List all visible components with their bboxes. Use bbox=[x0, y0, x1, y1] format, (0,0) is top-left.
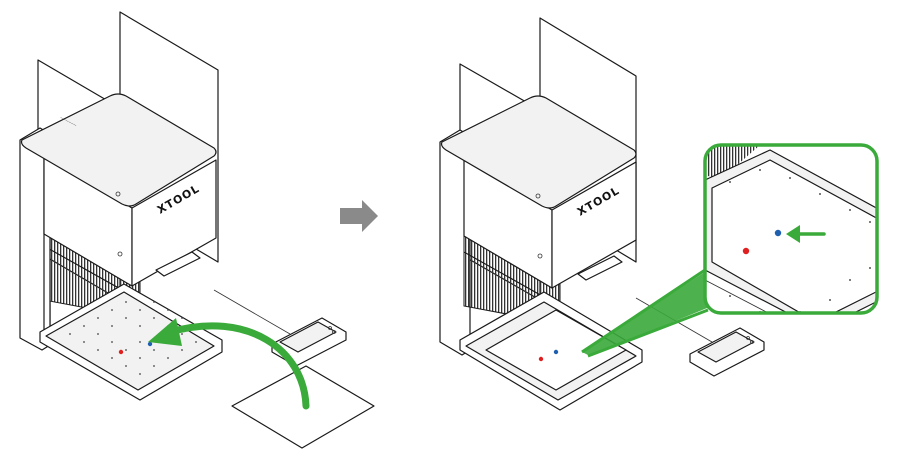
right-indicator-2 bbox=[537, 253, 543, 259]
zoom-red-dot bbox=[742, 247, 750, 255]
machine-left: —————— XTOOL bbox=[19, 11, 375, 449]
left-bed bbox=[45, 291, 215, 391]
right-lid-top bbox=[440, 95, 637, 209]
zoom-connector-line-1 bbox=[581, 266, 709, 354]
left-lid-label: —————— bbox=[60, 115, 78, 127]
left-bed-grid bbox=[69, 301, 197, 375]
zoom-blue-dot bbox=[774, 229, 782, 237]
left-blue-dot bbox=[147, 341, 153, 347]
left-handle bbox=[155, 251, 201, 277]
machine-right: XTOOL bbox=[439, 17, 765, 411]
right-arrow-icon bbox=[340, 200, 378, 232]
right-controller bbox=[689, 327, 765, 377]
left-head-side bbox=[131, 159, 217, 287]
zoom-callout bbox=[581, 143, 879, 358]
left-indicator-1 bbox=[115, 191, 121, 197]
zoom-connector-line-2 bbox=[587, 308, 709, 358]
left-red-dot bbox=[118, 349, 124, 355]
zoom-connector bbox=[582, 270, 712, 356]
left-controller bbox=[271, 317, 347, 367]
placement-arrow-head-icon bbox=[148, 318, 182, 346]
right-blue-dot bbox=[553, 349, 559, 355]
placement-arrow bbox=[166, 322, 310, 410]
right-indicator-1 bbox=[535, 193, 541, 199]
left-lid-top bbox=[20, 93, 217, 207]
right-handle bbox=[577, 255, 623, 281]
zoom-frame-border bbox=[703, 143, 879, 315]
zoom-content bbox=[705, 145, 877, 313]
right-red-dot bbox=[538, 356, 544, 362]
left-cable bbox=[213, 289, 291, 335]
right-head-side bbox=[551, 161, 637, 289]
left-indicator-2 bbox=[117, 251, 123, 257]
zoom-arrow-head-icon bbox=[786, 225, 800, 243]
